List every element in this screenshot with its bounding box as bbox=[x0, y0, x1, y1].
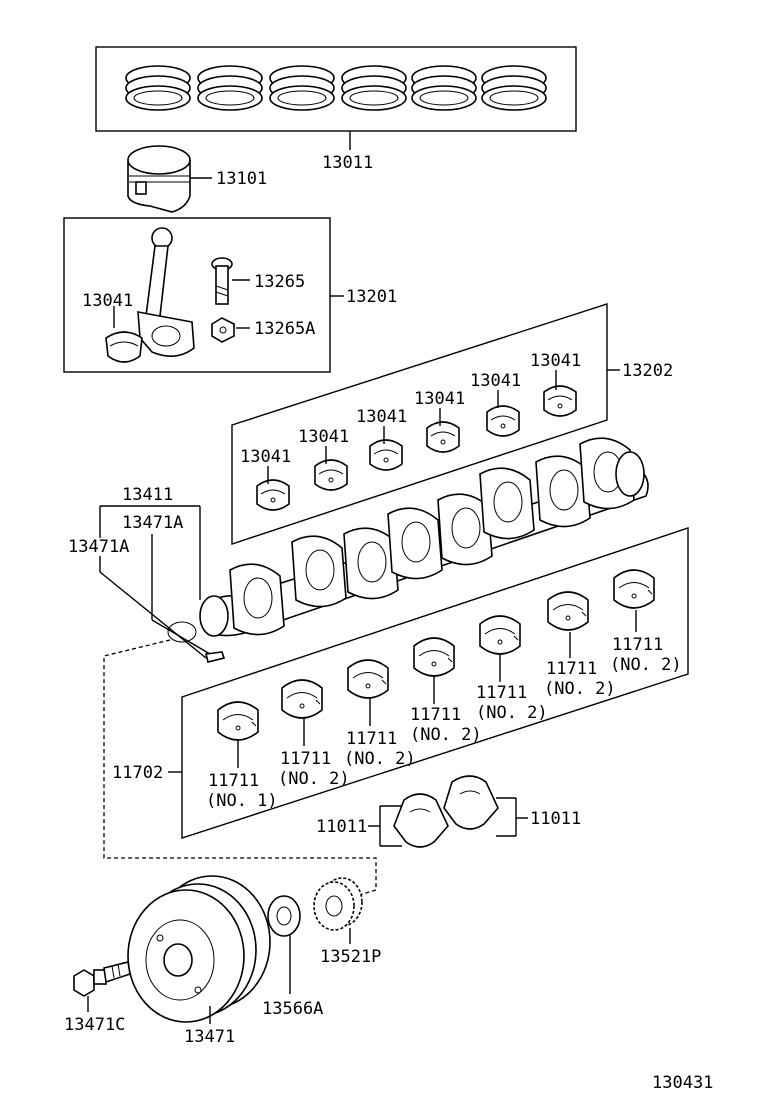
main-bearing-a-icon bbox=[281, 679, 323, 719]
rod-bearing-6-label: 13041 bbox=[530, 351, 581, 371]
rod-bearing-3-label: 13041 bbox=[356, 407, 407, 427]
main-bearing-f-icon bbox=[613, 569, 655, 609]
main-bearing-a-tag: (NO. 2) bbox=[278, 769, 350, 789]
rod-bearing-icon bbox=[105, 331, 143, 363]
rod-nut-label: 13265A bbox=[254, 319, 315, 339]
main-bearing-c-tag: (NO. 2) bbox=[410, 725, 482, 745]
main-bearing-b-icon bbox=[347, 659, 389, 699]
thrust-washer-right-icon bbox=[443, 775, 499, 830]
rod-bearing-5-icon bbox=[486, 405, 520, 437]
main-bearing-set-box bbox=[181, 527, 689, 839]
rod-bearing-3-icon bbox=[369, 439, 403, 471]
main-bearing-no1-icon bbox=[217, 701, 259, 741]
crankshaft-callouts: 13411 13471A 13471A bbox=[68, 485, 211, 659]
pulley-washer-label: 13566A bbox=[262, 999, 323, 1019]
main-bearing-no1-number: 11711 bbox=[208, 771, 259, 791]
main-bearing-d-icon bbox=[479, 615, 521, 655]
thrust-washer-left-label: 11011 bbox=[316, 817, 367, 837]
main-bearing-e-tag: (NO. 2) bbox=[544, 679, 616, 699]
crank-pulley-label: 13471 bbox=[184, 1027, 235, 1047]
rod-bolt-icon bbox=[211, 257, 233, 305]
thrust-washer-right-label: 11011 bbox=[530, 809, 581, 829]
crank-pulley-group: 13471 bbox=[127, 875, 271, 1047]
diagram-number: 130431 bbox=[652, 1073, 713, 1093]
main-bearing-e-number: 11711 bbox=[546, 659, 597, 679]
rod-bolt-label: 13265 bbox=[254, 272, 305, 292]
connecting-rod-group: 13041 13265 13265A 13201 bbox=[63, 217, 397, 373]
piston-ring-set-group: 13011 bbox=[95, 46, 577, 173]
crankshaft-label: 13411 bbox=[122, 485, 173, 505]
piston-group: 13101 bbox=[127, 145, 267, 213]
piston-icon bbox=[127, 145, 191, 213]
crank-pulley-icon bbox=[127, 875, 271, 1023]
timing-pulley-icon bbox=[313, 877, 363, 931]
main-bearing-no1-tag: (NO. 1) bbox=[206, 791, 278, 811]
piston-label: 13101 bbox=[216, 169, 267, 189]
main-bearing-c-icon bbox=[413, 637, 455, 677]
piston-ring-set-icon bbox=[125, 65, 547, 111]
rod-nut-icon bbox=[211, 317, 235, 343]
timing-pulley-label: 13521P bbox=[320, 947, 381, 967]
main-bearing-set-label: 11702 bbox=[112, 763, 163, 783]
main-bearing-c-number: 11711 bbox=[410, 705, 461, 725]
rod-bearing-1-label: 13041 bbox=[240, 447, 291, 467]
connecting-rod-icon bbox=[137, 227, 195, 357]
rod-bearing-set-label: 13202 bbox=[622, 361, 673, 381]
main-bearing-d-number: 11711 bbox=[476, 683, 527, 703]
rod-bearing-5-label: 13041 bbox=[470, 371, 521, 391]
main-bearing-e-icon bbox=[547, 591, 589, 631]
piston-ring-set-label: 13011 bbox=[322, 153, 373, 173]
pulley-bolt-group: 13471C bbox=[64, 961, 131, 1035]
rod-bearing-6-icon bbox=[543, 385, 577, 417]
crankshaft-icon bbox=[167, 437, 649, 643]
main-bearing-f-tag: (NO. 2) bbox=[610, 655, 682, 675]
rod-bearing-1-icon bbox=[256, 479, 290, 511]
crank-key-icon bbox=[205, 651, 226, 663]
rod-bearing-in-rod-label: 13041 bbox=[82, 291, 133, 311]
rod-bearing-2-label: 13041 bbox=[298, 427, 349, 447]
main-bearing-b-tag: (NO. 2) bbox=[344, 749, 416, 769]
rod-bearing-4-icon bbox=[426, 421, 460, 453]
main-bearing-a-number: 11711 bbox=[280, 749, 331, 769]
connecting-rod-label: 13201 bbox=[346, 287, 397, 307]
pulley-bolt-label: 13471C bbox=[64, 1015, 125, 1035]
main-bearing-f-number: 11711 bbox=[612, 635, 663, 655]
thrust-washers-group: 11011 11011 bbox=[316, 775, 581, 848]
rod-bearing-set-box bbox=[231, 303, 608, 545]
pulley-bolt-icon bbox=[73, 961, 131, 997]
main-bearing-set-group: 11711 (NO. 1) 11711 (NO. 2) 11711 (NO. 2… bbox=[112, 527, 689, 839]
main-bearing-b-number: 11711 bbox=[346, 729, 397, 749]
connecting-rod-box bbox=[63, 217, 331, 373]
piston-ring-box bbox=[95, 46, 577, 132]
main-bearing-d-tag: (NO. 2) bbox=[476, 703, 548, 723]
pulley-washer-icon bbox=[267, 895, 301, 937]
rod-bearing-set-group: 13202 13041 13041 13041 13041 13041 1304… bbox=[231, 303, 673, 545]
assembly-dashed-line bbox=[103, 639, 377, 897]
rod-bearing-2-icon bbox=[314, 459, 348, 491]
key-left-label: 13471A bbox=[68, 537, 129, 557]
pulley-washer-group: 13566A bbox=[262, 895, 323, 1019]
key-upper-label: 13471A bbox=[122, 513, 183, 533]
rod-bearing-4-label: 13041 bbox=[414, 389, 465, 409]
timing-pulley-group: 13521P bbox=[313, 877, 381, 967]
thrust-washer-left-icon bbox=[393, 793, 449, 848]
